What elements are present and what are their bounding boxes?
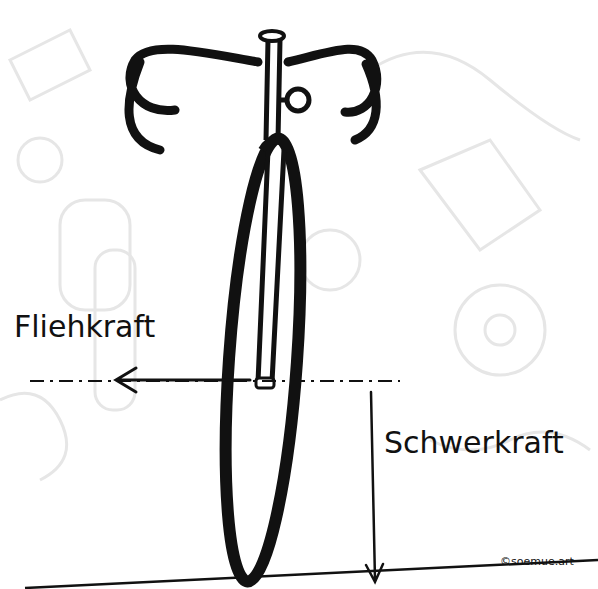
handlebar-right xyxy=(288,49,377,140)
force-label: Fliehkraft xyxy=(14,312,155,342)
wheel xyxy=(214,136,313,584)
fork xyxy=(258,150,284,382)
fork-crown xyxy=(262,140,290,150)
force-arrow xyxy=(116,368,250,392)
watermark: ©soemue.art xyxy=(500,556,574,567)
handlebar-left xyxy=(129,49,258,150)
force-label: Schwerkraft xyxy=(384,428,564,458)
hub xyxy=(256,378,274,388)
head-tube xyxy=(266,40,280,140)
stem-cap xyxy=(260,31,284,41)
lamp-mount xyxy=(280,98,287,103)
force-arrow xyxy=(366,392,383,582)
lamp xyxy=(287,89,309,111)
